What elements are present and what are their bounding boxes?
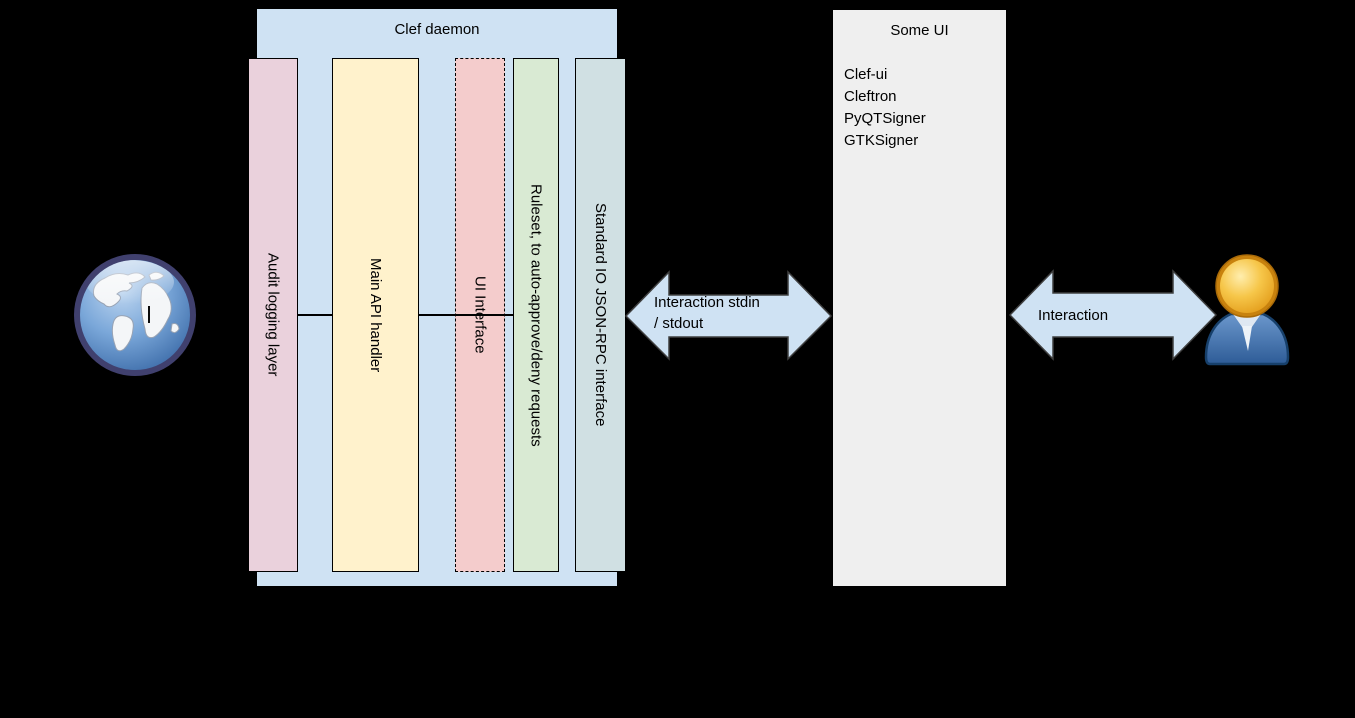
bar-label: Main API handler bbox=[367, 257, 384, 373]
clef-daemon-title: Clef daemon bbox=[394, 21, 480, 38]
some-ui-title: Some UI bbox=[890, 22, 949, 39]
some-ui-list: Clef-ui Cleftron PyQTSigner GTKSigner bbox=[844, 64, 926, 152]
bar-label: Standard IO JSON-RPC interface bbox=[592, 203, 609, 427]
list-item-cleftron: Cleftron bbox=[844, 88, 897, 105]
bar-ruleset: Ruleset, to auto-approve/deny requests bbox=[513, 58, 559, 572]
bar-main-api-handler: Main API handler bbox=[332, 58, 419, 572]
arrow-ui-to-user-label: Interaction bbox=[1038, 307, 1109, 324]
bar-audit-logging-layer: Audit logging layer bbox=[248, 58, 298, 572]
connector-audit-to-api bbox=[297, 314, 333, 316]
arrow-daemon-to-ui-label: Interaction stdin / stdout bbox=[654, 292, 760, 334]
list-item-clef-ui: Clef-ui bbox=[844, 66, 888, 83]
list-item-gtksigner: GTKSigner bbox=[844, 132, 919, 149]
connector-api-to-ruleset bbox=[418, 314, 514, 316]
user-icon bbox=[1200, 252, 1294, 371]
bar-stdio-jsonrpc-interface: Standard IO JSON-RPC interface bbox=[575, 58, 626, 572]
bar-label: Audit logging layer bbox=[264, 253, 282, 377]
arrow-label-line2: / stdout bbox=[654, 315, 704, 332]
arrow-daemon-to-ui bbox=[624, 270, 833, 366]
globe-connector-tick bbox=[148, 306, 150, 323]
arrow-ui-to-user bbox=[1008, 269, 1218, 366]
globe-icon bbox=[72, 252, 198, 383]
list-item-pyqtsigner: PyQTSigner bbox=[844, 110, 926, 127]
clef-daemon-box: Clef daemon bbox=[256, 8, 618, 587]
arrow-label-line1: Interaction stdin bbox=[654, 294, 760, 311]
some-ui-box: Some UI Clef-ui Cleftron PyQTSigner GTKS… bbox=[832, 9, 1007, 587]
bar-label: Ruleset, to auto-approve/deny requests bbox=[527, 183, 545, 447]
